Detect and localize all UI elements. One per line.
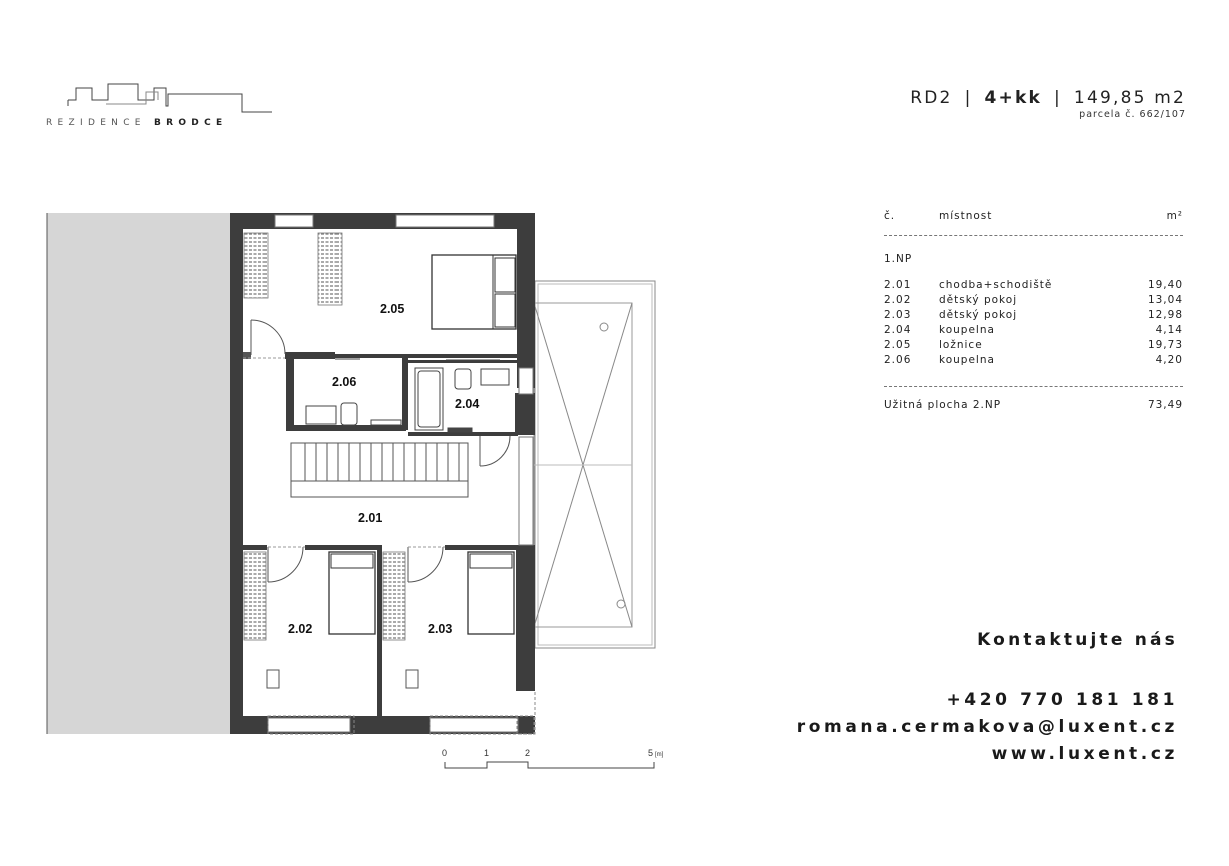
row-area: 4,20 (1155, 354, 1183, 366)
table-header: č. místnost m² (884, 210, 1183, 225)
room-label-2-04: 2.04 (455, 397, 479, 411)
wardrobe (243, 232, 269, 299)
col-area-header: m² (1166, 210, 1183, 222)
row-area: 19,73 (1147, 339, 1183, 351)
terrace (533, 280, 656, 649)
row-name: chodba+schodiště (939, 279, 1053, 291)
room-table: č. místnost m² 1.NP 2.01 chodba+schodiště… (884, 210, 1183, 414)
floor-label: 1.NP (884, 253, 1183, 268)
row-name: dětský pokoj (939, 309, 1018, 321)
room-label-2-03: 2.03 (428, 622, 452, 636)
room-label-2-02: 2.02 (288, 622, 312, 636)
scale-bar: 0 1 2 5 [m] (442, 748, 664, 769)
contact-phone[interactable]: +420 770 181 181 (946, 690, 1178, 710)
wardrobe (317, 232, 343, 306)
contact-title: Kontaktujte nás (977, 630, 1178, 650)
divider (884, 386, 1183, 387)
row-no: 2.03 (884, 309, 912, 321)
table-row: 2.02 dětský pokoj 13,04 (884, 294, 1183, 309)
contact-website[interactable]: www.luxent.cz (991, 744, 1178, 764)
logo-skyline (67, 83, 272, 113)
total-row: Užitná plocha 2.NP 73,49 (884, 399, 1183, 414)
total-label: Užitná plocha 2.NP (884, 399, 1002, 411)
separator: | (1053, 88, 1062, 108)
row-name: ložnice (939, 339, 983, 351)
contact-block: Kontaktujte nás +420 770 181 181 romana.… (797, 630, 1178, 764)
row-area: 12,98 (1147, 309, 1183, 321)
bathroom-fixtures (414, 359, 510, 433)
floor-name: 1.NP (884, 253, 913, 265)
table-row: 2.01 chodba+schodiště 19,40 (884, 279, 1183, 294)
room-label-2-01: 2.01 (358, 511, 382, 525)
row-no: 2.01 (884, 279, 912, 291)
scale-label: 1 (484, 748, 489, 758)
col-no-header: č. (884, 210, 896, 222)
wardrobe (382, 551, 406, 641)
desk (266, 669, 280, 689)
table-row: 2.03 dětský pokoj 12,98 (884, 309, 1183, 324)
door (407, 546, 444, 583)
interior-walls (243, 352, 518, 718)
row-area: 4,14 (1155, 324, 1183, 336)
bed (467, 551, 515, 635)
row-no: 2.06 (884, 354, 912, 366)
row-area: 13,04 (1147, 294, 1183, 306)
scale-label: 0 (442, 748, 447, 758)
door (267, 546, 304, 583)
table-row: 2.06 koupelna 4,20 (884, 354, 1183, 369)
divider (884, 235, 1183, 236)
row-name: koupelna (939, 354, 995, 366)
parcel-number: parcela č. 662/107 (1079, 109, 1186, 120)
staircase (290, 442, 469, 498)
desk (405, 669, 419, 689)
table-row: 2.05 ložnice 19,73 (884, 339, 1183, 354)
row-no: 2.04 (884, 324, 912, 336)
bed (328, 551, 376, 635)
scale-label: 5 (648, 748, 653, 758)
bedroom-furniture (431, 254, 517, 330)
bathroom-fixtures (305, 358, 402, 426)
total-value: 73,49 (1147, 399, 1183, 411)
row-name: dětský pokoj (939, 294, 1018, 306)
row-name: koupelna (939, 324, 995, 336)
row-no: 2.05 (884, 339, 912, 351)
door (479, 435, 511, 467)
header-title: RD2 | 4+kk | 149,85 m2 (910, 88, 1186, 108)
scale-unit: [m] (655, 752, 664, 758)
door (250, 319, 286, 355)
col-room-header: místnost (939, 210, 993, 222)
room-label-2-05: 2.05 (380, 302, 404, 316)
unit-area: 149,85 m2 (1073, 88, 1186, 108)
separator: | (964, 88, 973, 108)
table-row: 2.04 koupelna 4,14 (884, 324, 1183, 339)
row-no: 2.02 (884, 294, 912, 306)
neighbour-house (47, 213, 230, 734)
scale-label: 2 (525, 748, 530, 758)
unit-layout: 4+kk (984, 88, 1042, 108)
contact-email[interactable]: romana.cermakova@luxent.cz (796, 717, 1178, 737)
room-label-2-06: 2.06 (332, 375, 356, 389)
row-area: 19,40 (1147, 279, 1183, 291)
unit-name: RD2 (910, 88, 953, 108)
logo-text: REZIDENCE BRODCE (46, 118, 228, 128)
wardrobe (243, 551, 267, 641)
